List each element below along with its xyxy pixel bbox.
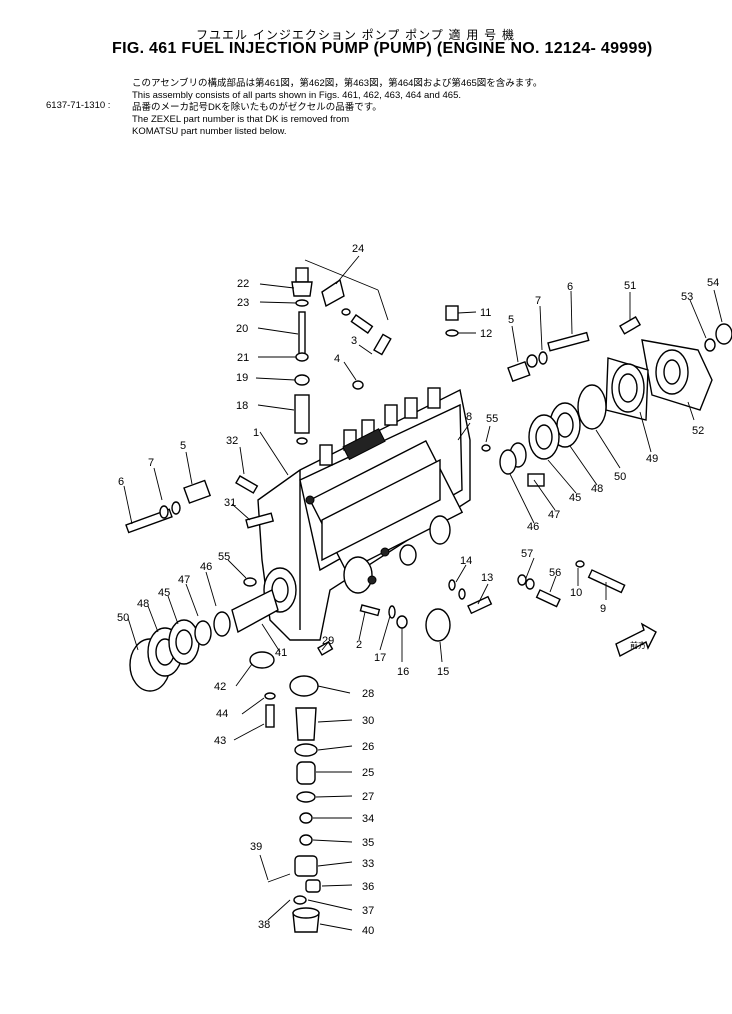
callout-46-left: 46 [200,561,212,573]
front-arrow-label: 前方 [630,640,646,650]
callout-29: 29 [322,635,334,647]
callout-28: 28 [362,688,374,700]
callout-27: 27 [362,791,374,803]
callout-50-right: 50 [614,471,626,483]
callout-52: 52 [692,425,704,437]
callout-44: 44 [216,708,228,720]
callout-36: 36 [362,881,374,893]
leader-lines [123,255,723,931]
callout-24: 24 [352,243,364,255]
callout-55-left: 55 [218,551,230,563]
note-jp-line-2: 品番のメーカ記号DKを除いたものがゼクセルの品番です。 [132,102,382,113]
callout-34: 34 [362,813,374,825]
front-direction-arrow [615,622,657,658]
plunger-stack [267,641,334,933]
pump-housing [257,387,471,641]
callout-43: 43 [214,735,226,747]
callout-30: 30 [362,715,374,727]
lower-center-parts [359,560,626,642]
callout-7-right: 7 [535,295,541,307]
callout-15: 15 [437,666,449,678]
callout-42: 42 [214,681,226,693]
callout-41: 41 [275,647,287,659]
note-jp-line-1: このアセンブリの構成部品は第461図，第462図，第463図，第464図および第… [132,78,543,89]
callout-2: 2 [356,639,362,651]
callout-6-left: 6 [118,476,124,488]
upper-small-parts [304,259,392,390]
callout-23: 23 [237,297,249,309]
callout-48-right: 48 [591,483,603,495]
note-en-line-2: The ZEXEL part number is that DK is remo… [132,114,350,125]
callout-38: 38 [258,919,270,931]
callout-45-left: 45 [158,587,170,599]
callout-39: 39 [250,841,262,853]
callout-32: 32 [226,435,238,447]
callout-54: 54 [707,277,719,289]
callout-5-left: 5 [180,440,186,452]
callout-1: 1 [253,427,259,439]
callout-19: 19 [236,372,248,384]
callout-18: 18 [236,400,248,412]
callout-labels: 24 22 23 20 3 21 4 19 18 1 32 11 12 5 7 … [117,243,719,937]
figure-title: FIG. 461 FUEL INJECTION PUMP (PUMP) (ENG… [112,40,653,57]
callout-53: 53 [681,291,693,303]
right-cover-parts [481,316,732,487]
callout-35: 35 [362,837,374,849]
callout-14: 14 [460,555,472,567]
assembly-part-code: 6137-71-1310 : [46,100,111,111]
callout-25: 25 [362,767,374,779]
plug-and-gasket [445,305,459,337]
callout-37: 37 [362,905,374,917]
callout-33: 33 [362,858,374,870]
callout-12: 12 [480,328,492,340]
callout-55-right: 55 [486,413,498,425]
left-bearing-stack [129,589,279,728]
callout-13: 13 [481,572,493,584]
callout-47-right: 47 [548,509,560,521]
callout-57: 57 [521,548,533,560]
callout-21: 21 [237,352,249,364]
callout-20: 20 [236,323,248,335]
callout-49: 49 [646,453,658,465]
note-en-line-3: KOMATSU part number listed below. [132,126,287,137]
callout-22: 22 [237,278,249,290]
delivery-valve-holders [319,387,441,466]
callout-9: 9 [600,603,606,615]
callout-51: 51 [624,280,636,292]
note-en-line-1: This assembly consists of all parts show… [132,90,461,101]
callout-31: 31 [224,497,236,509]
delivery-valve-stack [291,267,313,445]
callout-47-left: 47 [178,574,190,586]
left-coupling-parts [125,475,275,587]
callout-50-left: 50 [117,612,129,624]
callout-56: 56 [549,567,561,579]
callout-4: 4 [334,353,340,365]
notes-block: このアセンブリの構成部品は第461図，第462図，第463図，第464図および第… [132,78,542,138]
japanese-title: フユエル インジエクション ポンプ ポンプ 適 用 号 機 [196,28,515,42]
callout-11: 11 [480,307,491,319]
callout-16: 16 [397,666,409,678]
callout-7-left: 7 [148,457,154,469]
callout-6-right: 6 [567,281,573,293]
callout-8: 8 [466,411,472,423]
callout-46-right: 46 [527,521,539,533]
callout-40: 40 [362,925,374,937]
callout-48-left: 48 [137,598,149,610]
callout-45-right: 45 [569,492,581,504]
callout-5-right: 5 [508,314,514,326]
callout-3: 3 [351,335,357,347]
callout-10: 10 [570,587,582,599]
callout-26: 26 [362,741,374,753]
callout-17: 17 [374,652,386,664]
